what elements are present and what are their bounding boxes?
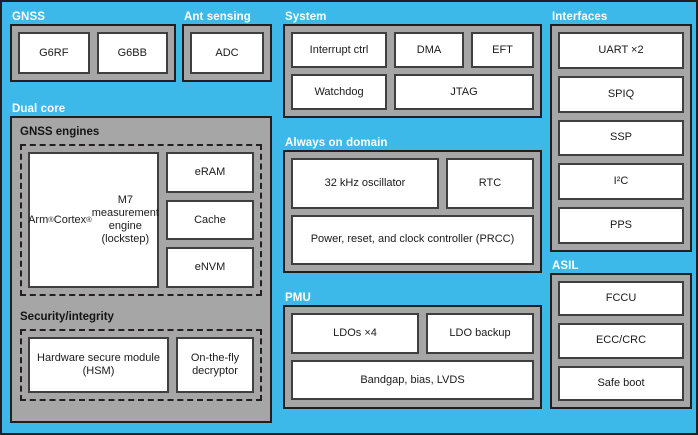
block-on-the-fly-decryptor[interactable]: On-the-fly decryptor — [176, 337, 254, 393]
block-arm-cortex-m7-measurement-engine[interactable]: Arm® Cortex® M7 measurement engine (lock… — [28, 152, 159, 288]
section-label-ant-sensing: Ant sensing — [184, 11, 251, 23]
section-label-gnss: GNSS — [12, 11, 45, 23]
block-eram[interactable]: eRAM — [166, 152, 254, 193]
gnss-engines-frame: Arm® Cortex® M7 measurement engine (lock… — [20, 144, 262, 296]
block-fccu[interactable]: FCCU — [558, 281, 684, 317]
block-g6bb[interactable]: G6BB — [96, 32, 168, 74]
block-power-reset-clock-controller[interactable]: Power, reset, and clock controller (PRCC… — [291, 214, 534, 265]
aod-row-1: 32 kHz oscillator RTC — [291, 158, 534, 209]
interfaces-container: UART ×2 SPIQ SSP I²C PPS — [550, 24, 692, 252]
section-label-interfaces: Interfaces — [552, 11, 608, 23]
section-pmu: PMU LDOs ×4 LDO backup Bandgap, bias, LV… — [283, 291, 542, 409]
pmu-row-1: LDOs ×4 LDO backup — [291, 313, 534, 354]
memory-column: eRAM Cache eNVM — [166, 152, 254, 289]
asil-container: FCCU ECC/CRC Safe boot — [550, 273, 692, 409]
section-label-pmu: PMU — [285, 292, 311, 304]
block-dma[interactable]: DMA — [394, 32, 464, 68]
section-system: System Interrupt ctrl DMA EFT Watchdog J… — [283, 10, 542, 118]
section-label-system: System — [285, 11, 327, 23]
dual-core-container: GNSS engines Arm® Cortex® M7 measurement… — [10, 116, 272, 423]
section-interfaces: Interfaces UART ×2 SPIQ SSP I²C PPS — [550, 10, 692, 252]
ant-sensing-container: ADC — [182, 24, 272, 82]
section-label-always-on-domain: Always on domain — [285, 137, 388, 149]
block-adc[interactable]: ADC — [190, 32, 264, 74]
group-label-security-integrity: Security/integrity — [20, 311, 114, 323]
block-ecc-crc[interactable]: ECC/CRC — [558, 323, 684, 359]
section-always-on-domain: Always on domain 32 kHz oscillator RTC P… — [283, 136, 542, 273]
group-label-gnss-engines: GNSS engines — [20, 126, 100, 138]
block-eft[interactable]: EFT — [471, 32, 534, 68]
always-on-domain-container: 32 kHz oscillator RTC Power, reset, and … — [283, 150, 542, 273]
group-gnss-engines: GNSS engines Arm® Cortex® M7 measurement… — [20, 125, 262, 296]
system-row-2: Watchdog JTAG — [291, 74, 534, 110]
section-label-dual-core: Dual core — [12, 103, 66, 115]
block-safe-boot[interactable]: Safe boot — [558, 365, 684, 401]
gnss-container: G6RF G6BB — [10, 24, 176, 82]
security-integrity-frame: Hardware secure module (HSM) On-the-fly … — [20, 329, 262, 401]
section-dual-core: Dual core GNSS engines Arm® Cortex® M7 m… — [10, 102, 272, 423]
section-ant-sensing: Ant sensing ADC — [182, 10, 272, 82]
section-asil: ASIL FCCU ECC/CRC Safe boot — [550, 259, 692, 409]
block-bandgap-bias-lvds[interactable]: Bandgap, bias, LVDS — [291, 360, 534, 400]
block-envm[interactable]: eNVM — [166, 247, 254, 289]
block-rtc[interactable]: RTC — [446, 158, 534, 209]
block-cache[interactable]: Cache — [166, 199, 254, 241]
system-container: Interrupt ctrl DMA EFT Watchdog JTAG — [283, 24, 542, 118]
group-security-integrity: Security/integrity Hardware secure modul… — [20, 310, 262, 401]
block-hardware-secure-module[interactable]: Hardware secure module (HSM) — [28, 337, 169, 393]
block-uart[interactable]: UART ×2 — [558, 32, 684, 69]
section-label-asil: ASIL — [552, 260, 579, 272]
block-i2c[interactable]: I²C — [558, 163, 684, 201]
block-jtag[interactable]: JTAG — [394, 74, 534, 110]
block-interrupt-ctrl[interactable]: Interrupt ctrl — [291, 32, 387, 68]
section-gnss: GNSS G6RF G6BB — [10, 10, 176, 82]
block-spiq[interactable]: SPIQ — [558, 75, 684, 113]
pmu-container: LDOs ×4 LDO backup Bandgap, bias, LVDS — [283, 305, 542, 409]
block-ldos[interactable]: LDOs ×4 — [291, 313, 419, 354]
block-32khz-oscillator[interactable]: 32 kHz oscillator — [291, 158, 439, 209]
block-ldo-backup[interactable]: LDO backup — [426, 313, 534, 354]
block-g6rf[interactable]: G6RF — [18, 32, 90, 74]
block-watchdog[interactable]: Watchdog — [291, 74, 387, 110]
system-row-1: Interrupt ctrl DMA EFT — [291, 32, 534, 68]
block-pps[interactable]: PPS — [558, 207, 684, 244]
block-ssp[interactable]: SSP — [558, 119, 684, 157]
